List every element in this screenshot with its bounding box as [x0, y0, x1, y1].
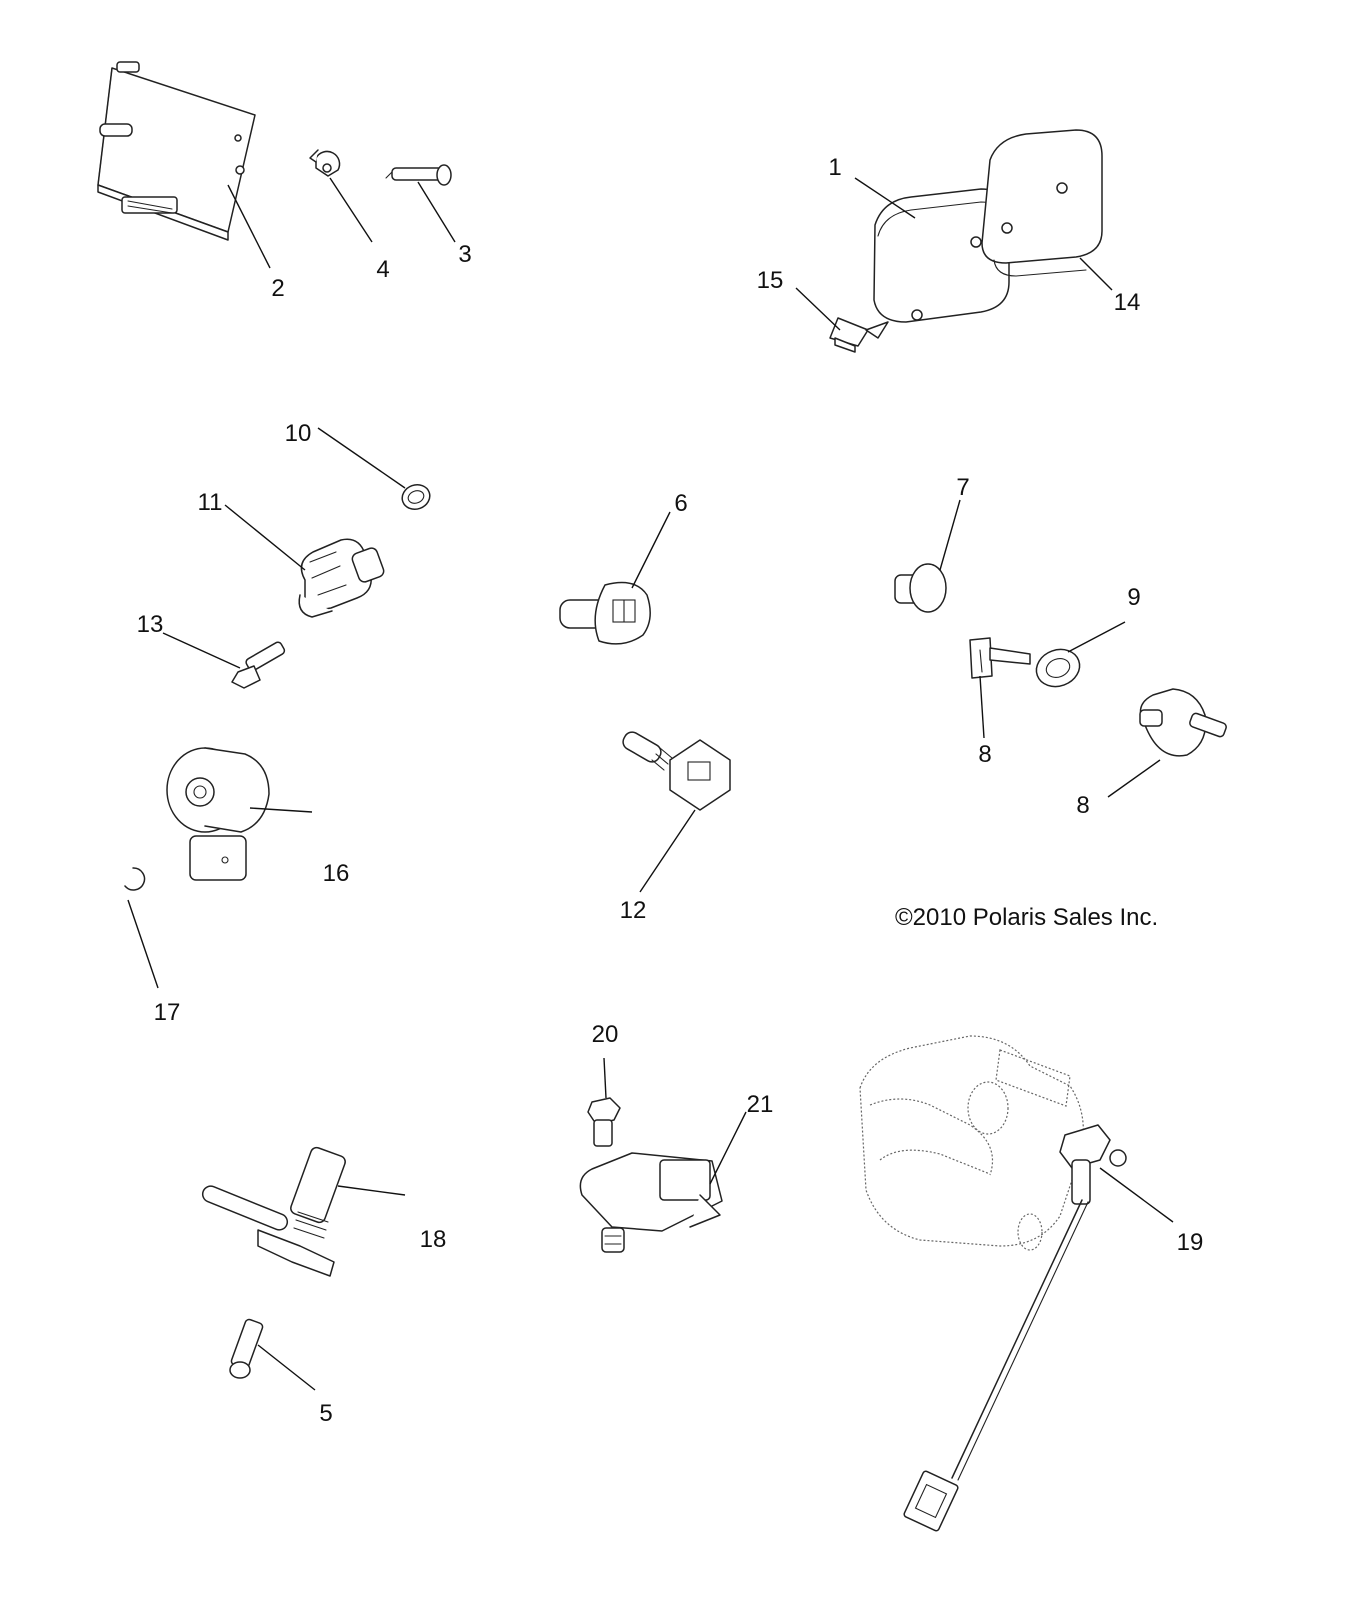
screw-icon	[229, 1318, 264, 1379]
callout-13: 13	[137, 611, 164, 638]
knock-sensor-icon	[166, 747, 270, 881]
callout-18: 18	[420, 1226, 447, 1253]
cable-clamp-icon	[309, 149, 341, 177]
callout-15: 15	[757, 267, 784, 294]
callout-1: 1	[828, 154, 841, 181]
throttle-body-icon	[859, 1035, 1084, 1251]
callout-2: 2	[271, 275, 284, 302]
callout-19: 19	[1177, 1229, 1204, 1256]
temperature-sensor-icon	[622, 731, 731, 811]
callout-10: 10	[285, 420, 312, 447]
speed-sensor-icon	[201, 1146, 346, 1277]
e-clip-icon	[124, 867, 146, 891]
pin-icon	[385, 164, 452, 186]
sensor-cap-icon	[559, 581, 651, 645]
callout-7: 7	[956, 474, 969, 501]
callout-6: 6	[674, 490, 687, 517]
callout-8b: 8	[1076, 792, 1089, 819]
ecu-module-icon	[97, 61, 256, 241]
copyright-text: ©2010 Polaris Sales Inc.	[895, 904, 1158, 931]
elbow-sensor-icon	[298, 538, 385, 618]
nut-icon	[1035, 648, 1081, 688]
callout-8a: 8	[978, 741, 991, 768]
callout-4: 4	[376, 256, 389, 283]
screw-icon	[829, 317, 889, 353]
map-sensor-icon	[579, 1152, 723, 1253]
fuse-cap-icon	[894, 563, 947, 613]
callout-5: 5	[319, 1400, 332, 1427]
callout-9: 9	[1127, 584, 1140, 611]
callout-20: 20	[592, 1021, 619, 1048]
bolt-icon	[231, 641, 286, 689]
callout-12: 12	[620, 897, 647, 924]
callout-3: 3	[458, 241, 471, 268]
o-ring-icon	[401, 483, 431, 511]
callout-21: 21	[747, 1091, 774, 1118]
temperature-sensor-icon	[1139, 688, 1227, 757]
fuse-link-icon	[969, 637, 1031, 679]
callout-17: 17	[154, 999, 181, 1026]
callout-11: 11	[198, 489, 223, 516]
bolt-icon	[587, 1097, 621, 1147]
callout-14: 14	[1114, 289, 1141, 316]
tps-harness-icon	[903, 1124, 1127, 1532]
callout-16: 16	[323, 860, 350, 887]
cover-plate-icon	[873, 129, 1103, 323]
